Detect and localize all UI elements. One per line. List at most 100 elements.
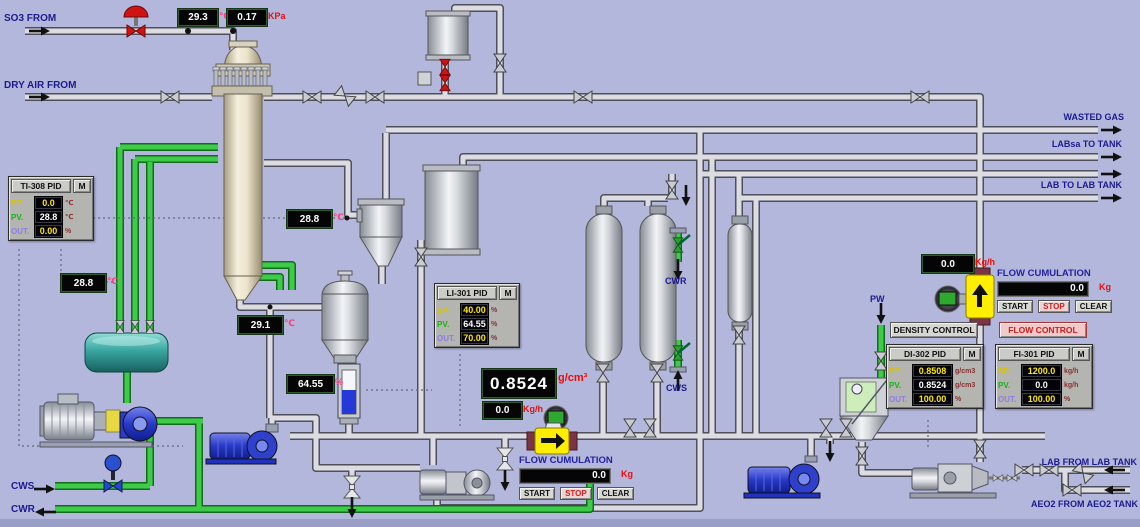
label-pw: PW [870, 294, 885, 304]
flow-meter-right-icon [965, 267, 995, 326]
so3-temperature-unit: ℃ [219, 11, 230, 21]
pipe-junction-dots [185, 28, 350, 310]
transfer-pump-1[interactable] [205, 423, 279, 465]
sp-unit: g/cm3 [955, 367, 976, 375]
so3-control-valve[interactable] [123, 5, 149, 38]
pid-panel-ti308: TI-308 PID M SP.0.0℃ PV.28.8℃ OUT.0.00% [8, 176, 94, 241]
pv-unit: g/cm3 [955, 381, 976, 389]
dosing-hopper [839, 365, 899, 441]
column-nozzle-crown [212, 66, 269, 89]
pid-title-ti308[interactable]: TI-308 PID [11, 179, 71, 193]
pv-label: PV. [998, 380, 1011, 390]
column-bottom-temp-display: 29.1 [238, 316, 283, 334]
seal-pot-tank [425, 10, 471, 61]
so3-pressure-display: 0.17 [227, 9, 267, 26]
label-dry-air-from: DRY AIR FROM [4, 80, 77, 91]
separator-level-display: 64.55 [287, 375, 334, 393]
flow-cumulation-unit: Kg [1099, 282, 1111, 292]
instrument-signal-lines [18, 217, 929, 450]
flow-value-right-display: 0.0 [922, 255, 974, 273]
cyclone-separator [356, 198, 405, 267]
sp-value[interactable]: 0.0 [34, 196, 63, 210]
start-button[interactable]: START [519, 487, 556, 500]
bottom-edge-band [0, 519, 1140, 527]
out-value[interactable]: 100.00 [912, 392, 953, 406]
so3-temperature-display: 29.3 [178, 9, 218, 26]
cws-control-valve[interactable] [103, 454, 123, 493]
column-left-temp-unit: ℃ [107, 276, 118, 286]
flow-cumulation-title: FLOW CUMULATION [997, 268, 1091, 279]
label-so3-from: SO3 FROM [4, 13, 57, 24]
pv-value: 64.55 [460, 317, 489, 331]
sp-label: SP. [998, 366, 1010, 376]
pid-title-di302[interactable]: DI-302 PID [889, 347, 961, 361]
out-unit: % [1064, 395, 1071, 403]
pid-mode-button[interactable]: M [73, 179, 91, 193]
start-button[interactable]: START [997, 300, 1034, 313]
pid-title-fi301[interactable]: FI-301 PID [998, 347, 1070, 361]
pid-mode-button[interactable]: M [1072, 347, 1090, 361]
metering-pump[interactable] [419, 469, 495, 501]
flow-cumulation-value: 0.0 [519, 468, 611, 484]
label-lab-from-lab-tank: LAB FROM LAB TANK [1041, 457, 1137, 467]
clear-button[interactable]: CLEAR [1074, 300, 1113, 313]
out-value[interactable]: 0.00 [34, 224, 63, 238]
buffer-tank [422, 164, 481, 256]
sp-label: SP. [437, 305, 449, 315]
out-value[interactable]: 100.00 [1021, 392, 1062, 406]
pid-mode-button[interactable]: M [963, 347, 981, 361]
flow-cumulation-value: 0.0 [997, 281, 1089, 297]
column-mid-temp-display: 28.8 [287, 210, 332, 228]
pv-value: 28.8 [34, 210, 63, 224]
flow-cumulation-panel-bottom: FLOW CUMULATION 0.0 Kg START STOP CLEAR [519, 455, 635, 500]
sp-value[interactable]: 1200.0 [1021, 364, 1062, 378]
feed-pump[interactable] [909, 463, 1020, 499]
flow-value-unit: Kg/h [523, 404, 543, 414]
out-value[interactable]: 70.00 [460, 331, 489, 345]
cooler-column-a [585, 205, 623, 371]
so3-pressure-unit: KPa [268, 11, 286, 21]
pid-title-li301[interactable]: LI-301 PID [437, 286, 497, 300]
flow-cumulation-unit: Kg [621, 469, 633, 479]
transfer-pump-2[interactable] [743, 455, 821, 499]
label-wasted-gas: WASTED GAS [1063, 112, 1124, 122]
sp-unit: kg/h [1064, 367, 1079, 375]
clear-button[interactable]: CLEAR [596, 487, 635, 500]
stop-button[interactable]: STOP [560, 487, 592, 500]
pv-value: 0.8524 [912, 378, 953, 392]
pv-label: PV. [889, 380, 902, 390]
flow-control-button[interactable]: FLOW CONTROL [999, 322, 1087, 338]
red-block-valves[interactable] [417, 58, 451, 92]
label-labsa-to-tank: LABsa TO TANK [1051, 139, 1122, 149]
circulation-pump[interactable] [39, 393, 158, 448]
cwr-valve-mid[interactable] [669, 227, 691, 253]
column-mid-temp-unit: ℃ [333, 212, 344, 222]
separator-drum [321, 270, 369, 425]
sp-label: SP. [11, 198, 23, 208]
out-label: OUT. [437, 333, 456, 343]
out-label: OUT. [889, 394, 908, 404]
sp-value[interactable]: 40.00 [460, 303, 489, 317]
label-cws: CWS [11, 481, 35, 492]
pv-value: 0.0 [1021, 378, 1062, 392]
sp-value[interactable]: 0.8508 [912, 364, 953, 378]
sp-label: SP. [889, 366, 901, 376]
pv-label: PV. [437, 319, 450, 329]
density-value-unit: g/cm³ [558, 372, 588, 384]
pv-unit: % [491, 320, 498, 328]
filter-column [727, 215, 753, 331]
flow-cumulation-panel-right: FLOW CUMULATION 0.0 Kg START STOP CLEAR [997, 268, 1113, 313]
flow-cumulation-title: FLOW CUMULATION [519, 455, 613, 466]
flow-meter-icon [526, 422, 578, 455]
level-gauge [337, 363, 361, 425]
reactor-column [211, 40, 273, 301]
column-left-temp-display: 28.8 [61, 274, 106, 292]
flow-transmitter-icon [934, 285, 968, 313]
pv-unit: ℃ [65, 214, 74, 221]
stop-button[interactable]: STOP [1038, 300, 1070, 313]
density-control-button[interactable]: DENSITY CONTROL [890, 322, 978, 338]
pid-mode-button[interactable]: M [499, 286, 517, 300]
